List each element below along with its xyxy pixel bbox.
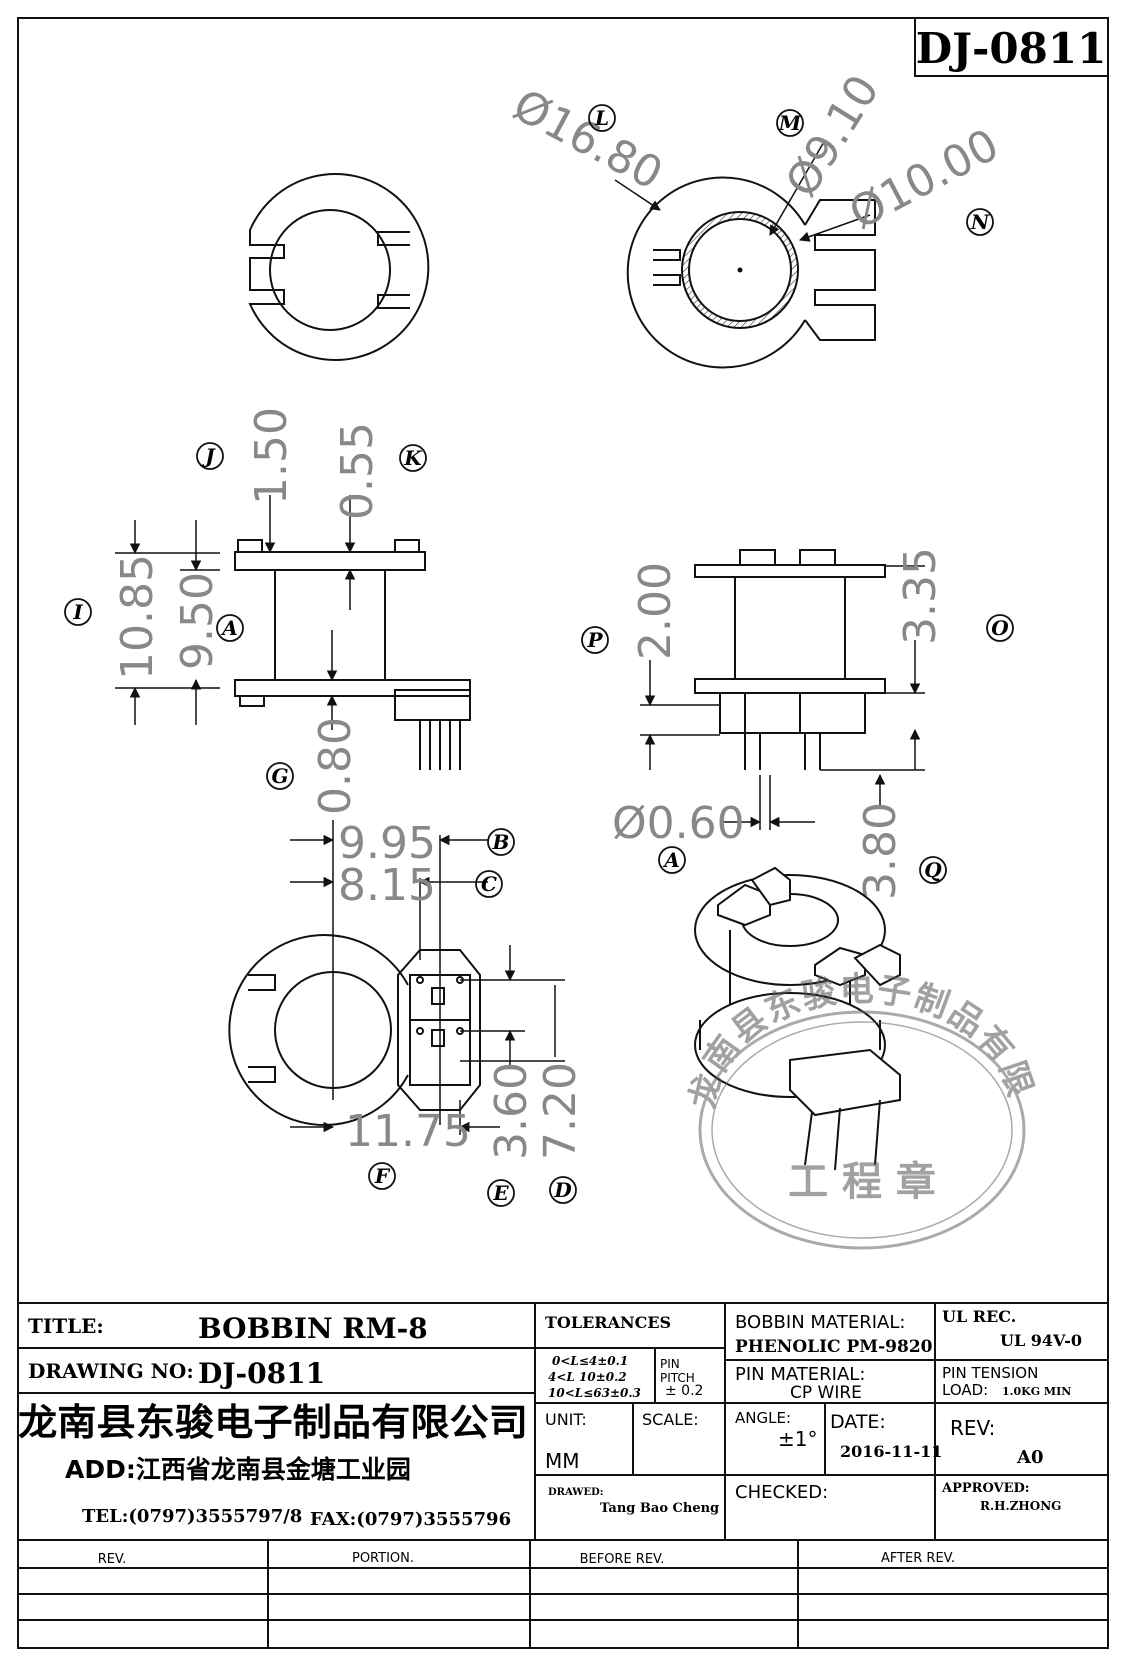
dim-h1-50-text: 1.50 (246, 407, 297, 505)
pin-tension-load: LOAD: (942, 1381, 988, 1399)
marker-m: M (778, 111, 802, 135)
dim-d0-60-text: Ø0.60 (612, 798, 745, 849)
view-side-right (694, 549, 886, 770)
title-block-lines (18, 1302, 1108, 1648)
pin-material-label: PIN MATERIAL: (735, 1364, 865, 1385)
title-value: BOBBIN RM-8 (198, 1312, 428, 1345)
dim-d16-80: Ø16.80 (505, 80, 671, 211)
drawn-value: Tang Bao Cheng (600, 1501, 719, 1516)
pin-tension-label: PIN TENSION (942, 1364, 1038, 1382)
drawing-number-box: DJ-0811 (914, 17, 1109, 77)
rev-header-before: BEFORE REV. (580, 1552, 665, 1567)
rev-label: REV: (950, 1416, 995, 1440)
rev-header-portion: PORTION. (352, 1551, 414, 1566)
pin-pitch-value: ± 0.2 (665, 1383, 703, 1399)
dim-h10-85-text: 10.85 (112, 554, 163, 680)
bobbin-material-label: BOBBIN MATERIAL: (735, 1312, 905, 1333)
dims-bottom (290, 820, 565, 1135)
dim-h2-00-text: 2.00 (630, 562, 681, 660)
date-value: 2016-11-11 (840, 1442, 942, 1461)
dim-w8-15-text: 8.15 (338, 860, 436, 911)
marker-q: Q (924, 858, 942, 882)
angle-value: ±1° (778, 1427, 817, 1451)
marker-f: F (374, 1164, 391, 1188)
ul-value: UL 94V-0 (1000, 1331, 1082, 1350)
marker-c: C (481, 872, 497, 896)
title-label: TITLE: (28, 1314, 104, 1338)
reference-markers (64, 104, 1014, 1207)
company-tel: TEL:(0797)3555797/8 (82, 1506, 302, 1527)
tol-line1: 0<L≤4±0.1 (552, 1354, 628, 1368)
marker-a2: A (662, 848, 680, 872)
rev-value: A0 (1016, 1447, 1044, 1468)
checked-label: CHECKED: (735, 1482, 828, 1503)
drawing-no-label: DRAWING NO: (28, 1359, 194, 1383)
scale-label: SCALE: (642, 1410, 699, 1429)
marker-i: I (72, 600, 83, 624)
drawn-label: DRAWED: (548, 1487, 603, 1498)
date-label: DATE: (830, 1411, 886, 1433)
pin-material-value: CP WIRE (790, 1383, 862, 1403)
view-top-left (248, 173, 430, 361)
pin-pitch-label2: PITCH (660, 1371, 695, 1385)
tolerances-label: TOLERANCES (545, 1313, 671, 1332)
drawing-number-box-text: DJ-0811 (916, 24, 1107, 73)
approved-label: APPROVED: (941, 1481, 1030, 1496)
angle-label: ANGLE: (735, 1409, 791, 1427)
tol-line3: 10<L≤63±0.3 (548, 1386, 641, 1400)
pin-tension-value: 1.0KG MIN (1002, 1385, 1071, 1398)
drawing-no-value: DJ-0811 (198, 1357, 325, 1390)
view-bottom (228, 934, 481, 1126)
marker-b: B (492, 830, 510, 854)
dim-h7-20-text: 7.20 (535, 1062, 586, 1160)
unit-value: MM (545, 1449, 580, 1473)
view-isometric (694, 866, 901, 1171)
revision-table-header: REV. PORTION. BEFORE REV. AFTER REV. (98, 1551, 955, 1567)
dim-h9-50-text: 9.50 (172, 572, 223, 670)
marker-p: P (586, 628, 603, 652)
reference-marker-labels: L M N J K I A G P O A Q B C F E D (72, 106, 1009, 1205)
company-name: 龙南县东骏电子制品有限公司 (18, 1401, 528, 1444)
marker-o: O (991, 616, 1009, 640)
view-side-left (234, 539, 471, 770)
marker-e: E (492, 1181, 509, 1205)
approved-value: R.H.ZHONG (980, 1499, 1061, 1513)
marker-d: D (553, 1178, 572, 1202)
dim-d16-80-text: Ø16.80 (505, 80, 671, 200)
dims-side-left (115, 495, 356, 730)
rev-header-rev: REV. (98, 1552, 127, 1567)
bobbin-material-value: PHENOLIC PM-9820 (735, 1337, 933, 1357)
dim-h0-80-text: 0.80 (310, 717, 361, 815)
dim-w9-95-text: 9.95 (338, 818, 436, 869)
dim-w11-75-text: 11.75 (345, 1106, 471, 1157)
pin-pitch-label1: PIN (660, 1357, 680, 1371)
sheet-border (17, 17, 1109, 1649)
dim-h3-80-text: 3.80 (855, 802, 906, 900)
dim-h3-35-text: 3.35 (895, 547, 946, 645)
rev-header-after: AFTER REV. (881, 1551, 955, 1566)
marker-g: G (271, 764, 288, 788)
dims-side-right (640, 565, 925, 830)
marker-k: K (403, 446, 423, 470)
marker-a1: A (220, 616, 238, 640)
marker-n: N (970, 210, 990, 234)
dim-h3-60-text: 3.60 (486, 1062, 537, 1160)
company-address: ADD:江西省龙南县金塘工业园 (65, 1455, 411, 1484)
marker-l: L (594, 106, 609, 130)
marker-j: J (201, 444, 216, 468)
tol-line2: 4<L 10±0.2 (548, 1370, 627, 1384)
dim-h0-55-text: 0.55 (332, 422, 383, 520)
unit-label: UNIT: (545, 1410, 587, 1429)
company-fax: FAX:(0797)3555796 (310, 1509, 511, 1530)
view-top-right (626, 176, 876, 369)
ul-label: UL REC. (942, 1307, 1016, 1326)
stamp-center-text: 工 程 章 (788, 1159, 936, 1205)
